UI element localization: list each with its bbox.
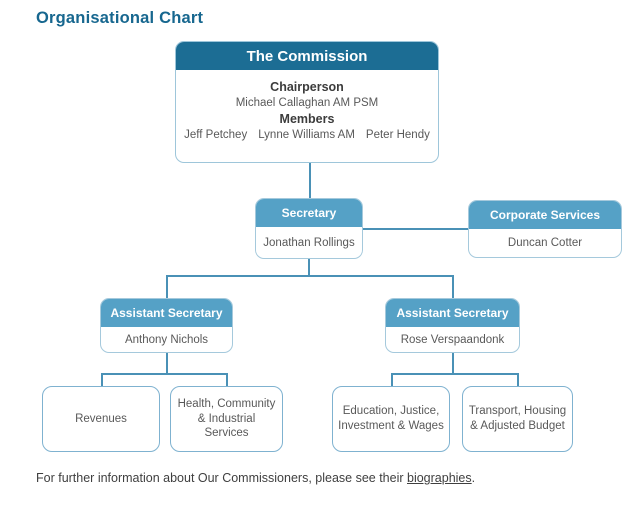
assistant-secretary-right-header: Assistant Secretary <box>386 299 519 327</box>
corporate-services-node: Corporate Services Duncan Cotter <box>468 200 622 258</box>
branch-revenues: Revenues <box>42 386 160 452</box>
connector-secretary-down <box>308 258 310 276</box>
footer-note: For further information about Our Commis… <box>36 471 475 485</box>
connector-revenues-up <box>101 373 103 387</box>
connector-transport-up <box>517 373 519 387</box>
connector-health-up <box>226 373 228 387</box>
connector-assistants-horizontal <box>166 275 453 277</box>
secretary-header: Secretary <box>256 199 362 227</box>
assistant-secretary-left-node: Assistant Secretary Anthony Nichols <box>100 298 233 353</box>
connector-assistant-right-down <box>452 352 454 374</box>
members-names: Jeff Petchey Lynne Williams AM Peter Hen… <box>176 129 438 141</box>
assistant-secretary-right-node: Assistant Secretary Rose Verspaandonk <box>385 298 520 353</box>
branch-health-community-industrial: Health, Community & Industrial Services <box>170 386 283 452</box>
member-name: Lynne Williams AM <box>258 129 355 141</box>
branch-label: Revenues <box>75 412 127 425</box>
corporate-services-header: Corporate Services <box>469 201 621 229</box>
secretary-name: Jonathan Rollings <box>263 236 355 249</box>
secretary-node: Secretary Jonathan Rollings <box>255 198 363 259</box>
member-name: Jeff Petchey <box>184 129 248 141</box>
assistant-secretary-right-name: Rose Verspaandonk <box>400 333 505 346</box>
chairperson-label: Chairperson <box>270 80 344 94</box>
connector-right-branches-horizontal <box>391 373 518 375</box>
assistant-secretary-left-name: Anthony Nichols <box>124 333 209 346</box>
connector-assistant-left-up <box>166 275 168 299</box>
connector-assistant-left-down <box>166 352 168 374</box>
branch-label: Health, Community & Industrial Services <box>177 397 276 440</box>
page-title: Organisational Chart <box>36 9 204 27</box>
commission-header: The Commission <box>176 42 438 70</box>
connector-left-branches-horizontal <box>101 373 227 375</box>
connector-commission-secretary <box>309 162 311 199</box>
commission-body: Chairperson Michael Callaghan AM PSM Mem… <box>176 70 438 141</box>
member-name: Peter Hendy <box>365 129 430 141</box>
branch-transport-housing-adjusted-budget: Transport, Housing & Adjusted Budget <box>462 386 573 452</box>
assistant-secretary-left-header: Assistant Secretary <box>101 299 232 327</box>
connector-education-up <box>391 373 393 387</box>
biographies-link[interactable]: biographies <box>407 471 472 485</box>
branch-label: Education, Justice, Investment & Wages <box>338 405 444 432</box>
branch-label: Transport, Housing & Adjusted Budget <box>468 405 567 432</box>
connector-assistant-right-up <box>452 275 454 299</box>
connector-secretary-corporate <box>362 228 468 230</box>
chairperson-name: Michael Callaghan AM PSM <box>235 97 379 109</box>
corporate-services-name: Duncan Cotter <box>507 237 583 249</box>
footer-period: . <box>471 471 476 485</box>
commission-node: The Commission Chairperson Michael Calla… <box>175 41 439 163</box>
members-label: Members <box>279 112 335 126</box>
footer-text: For further information about Our Commis… <box>36 471 407 485</box>
branch-education-justice-investment-wages: Education, Justice, Investment & Wages <box>332 386 450 452</box>
